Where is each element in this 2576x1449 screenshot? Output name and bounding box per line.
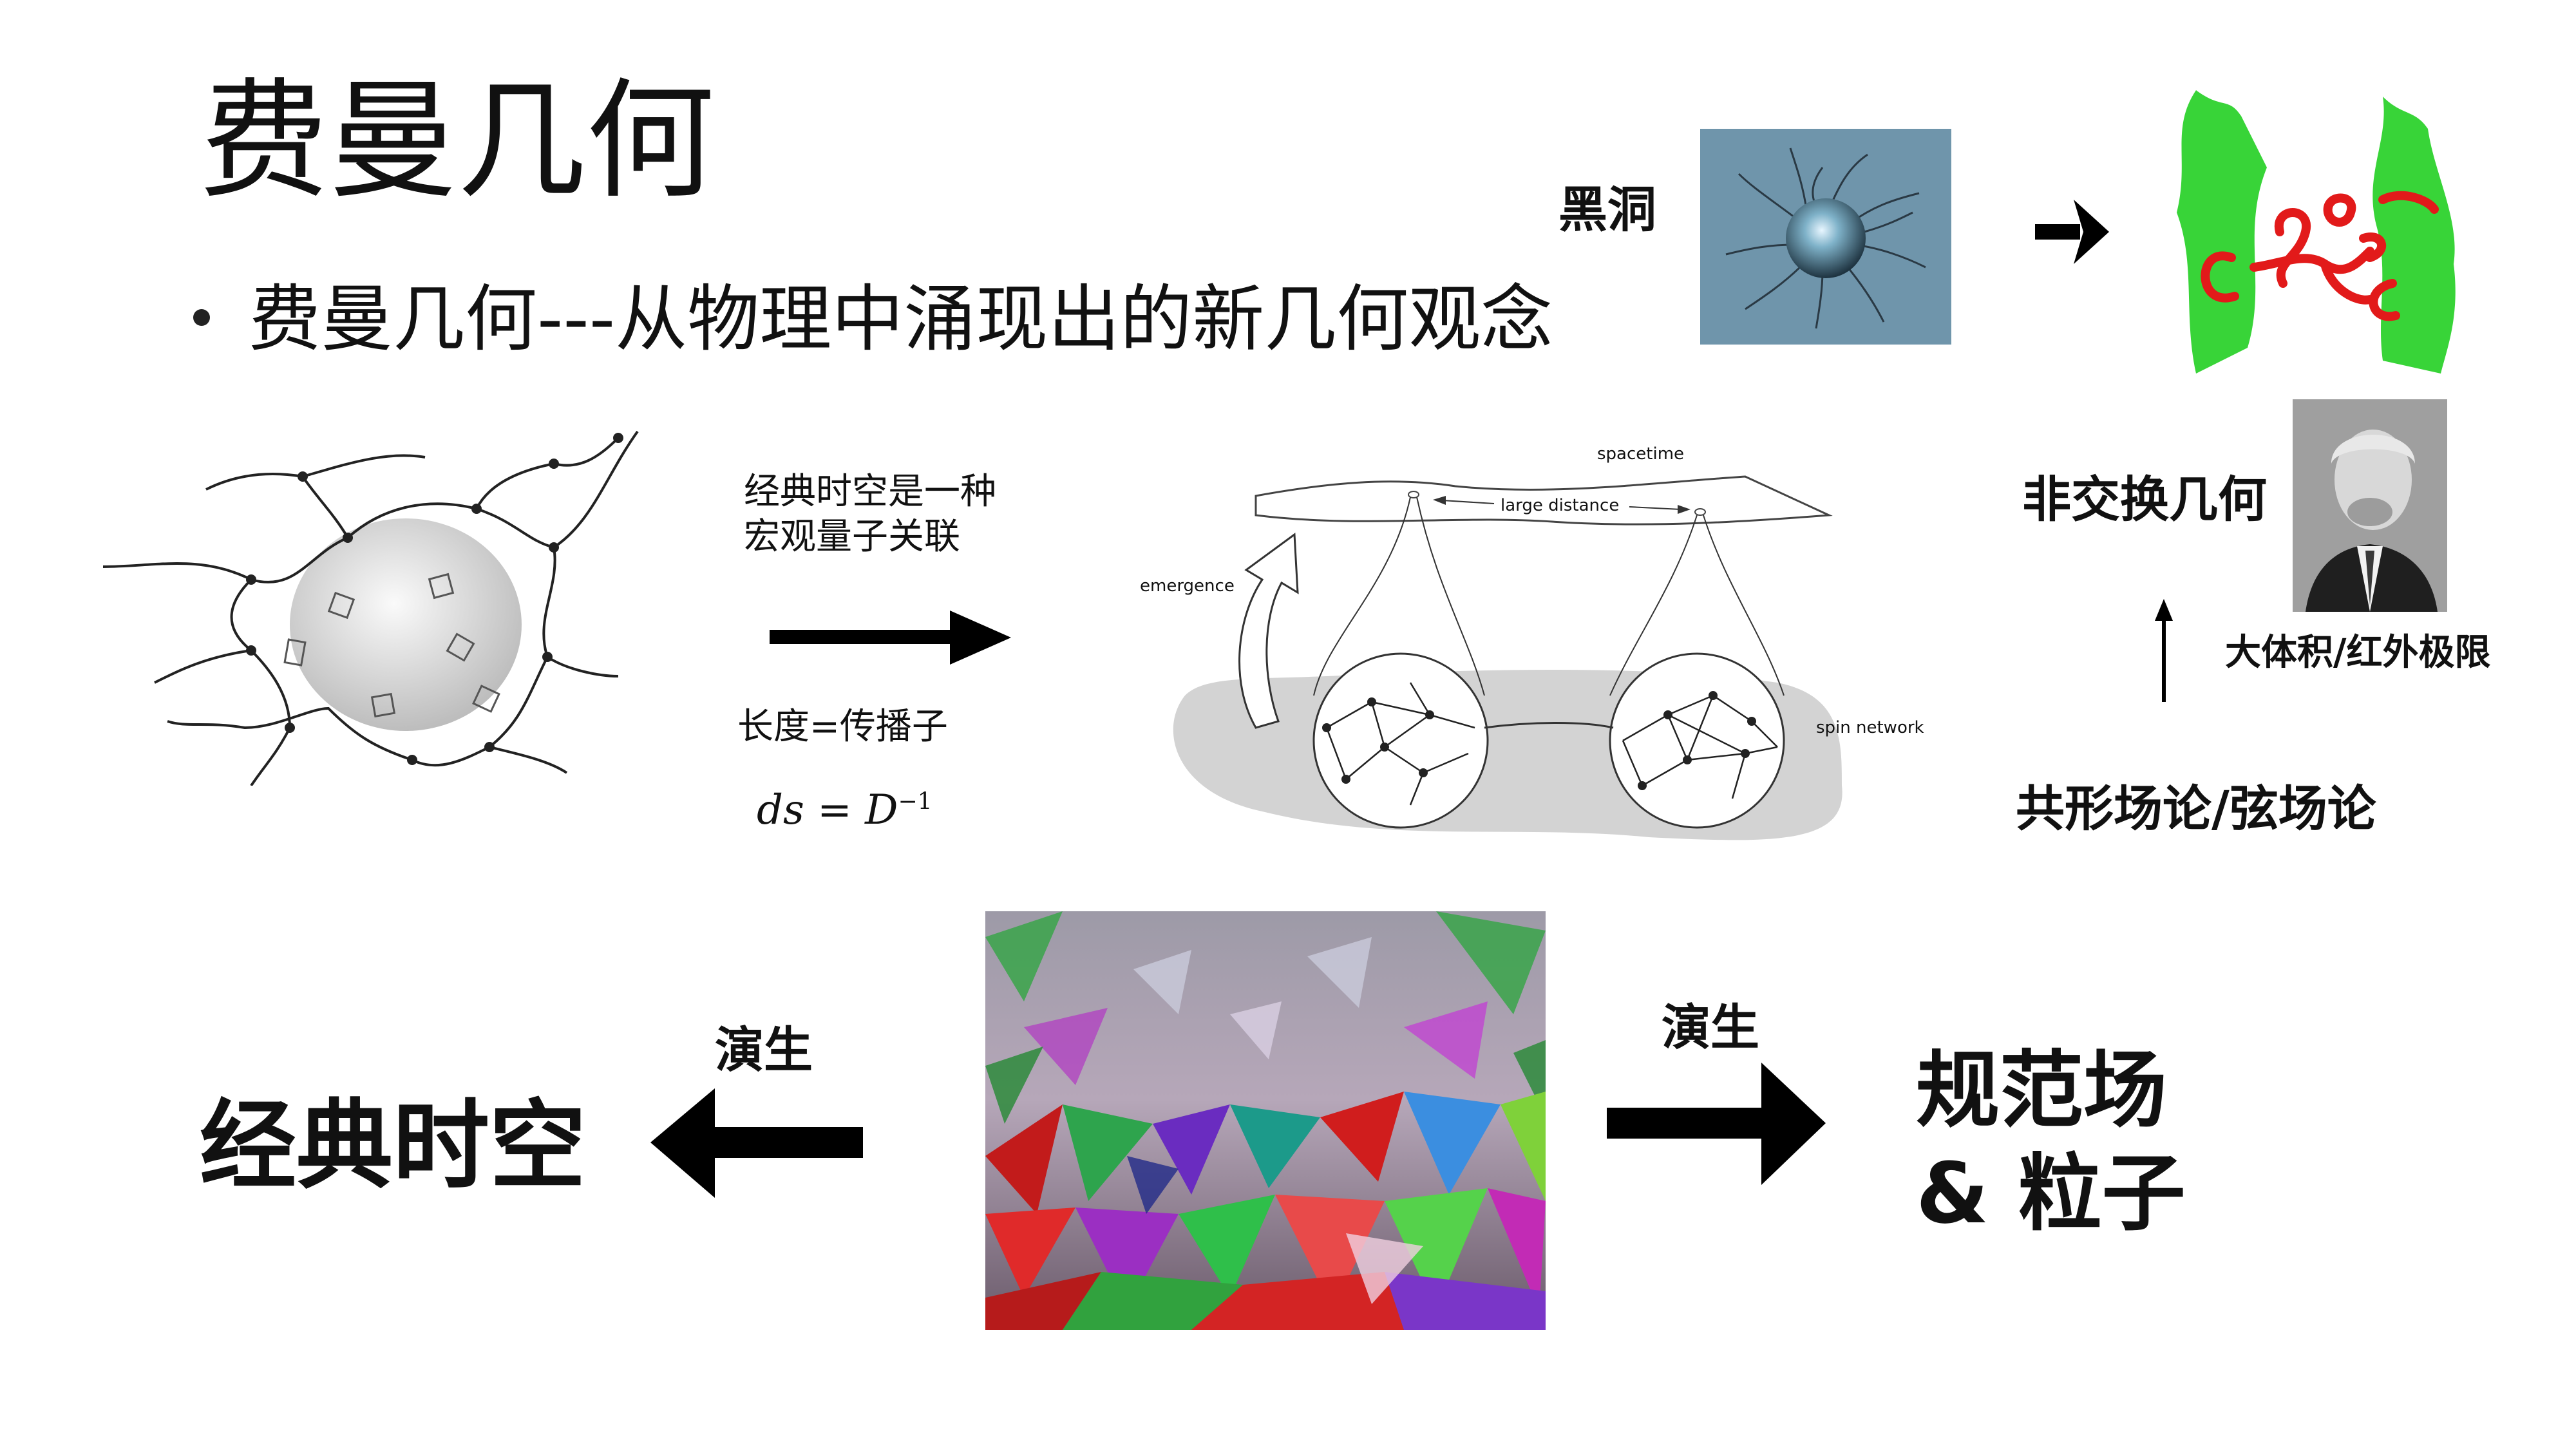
spin-network-sphere-figure — [103, 425, 657, 786]
formula-exponent: −1 — [898, 788, 933, 815]
arrow-left-icon — [650, 1088, 863, 1198]
gauge-field-label: 规范场 — [1916, 1041, 2168, 1139]
length-formula: ds = D−1 — [757, 786, 933, 835]
bullet-dot — [193, 309, 210, 327]
emergence-right-label: 演生 — [1662, 999, 1759, 1056]
triangulation-render-image — [985, 911, 1546, 1330]
portrait-photo — [2293, 399, 2447, 612]
arrow-up-icon — [2151, 599, 2177, 702]
emergence-left-label: 演生 — [715, 1021, 813, 1079]
spacetime-label: spacetime — [1597, 444, 1685, 464]
spin-network-label: spin network — [1816, 718, 1924, 737]
classical-spacetime-caption-line2: 宏观量子关联 — [744, 516, 960, 558]
black-hole-label: 黑洞 — [1558, 181, 1656, 238]
arrow-right-icon — [770, 605, 1014, 670]
emergence-diagram: spacetime large distance emergence spin … — [1133, 425, 1938, 876]
infrared-limit-label: 大体积/红外极限 — [2225, 632, 2491, 674]
length-propagator-caption: 长度=传播子 — [737, 706, 948, 748]
slide-title: 费曼几何 — [200, 66, 715, 216]
large-distance-label: large distance — [1501, 496, 1620, 515]
noncommutative-geometry-label: 非交换几何 — [2022, 471, 2267, 528]
arrow-right-large-icon — [1607, 1063, 1826, 1185]
bullet-text: 费曼几何---从物理中涌现出的新几何观念 — [249, 278, 1553, 361]
black-hole-image — [1700, 129, 1951, 345]
string-worldsheet-image — [2170, 71, 2473, 386]
formula-main: ds = D — [757, 786, 898, 834]
bullet-point: 费曼几何---从物理中涌现出的新几何观念 — [193, 283, 1553, 355]
cft-string-field-label: 共形场论/弦场论 — [2016, 780, 2376, 837]
classical-spacetime-label: 经典时空 — [200, 1090, 587, 1202]
arrow-right-small-icon — [2035, 193, 2112, 270]
classical-spacetime-caption-line1: 经典时空是一种 — [744, 471, 996, 513]
particle-label: & 粒子 — [1916, 1144, 2186, 1242]
emergence-label: emergence — [1140, 576, 1235, 596]
